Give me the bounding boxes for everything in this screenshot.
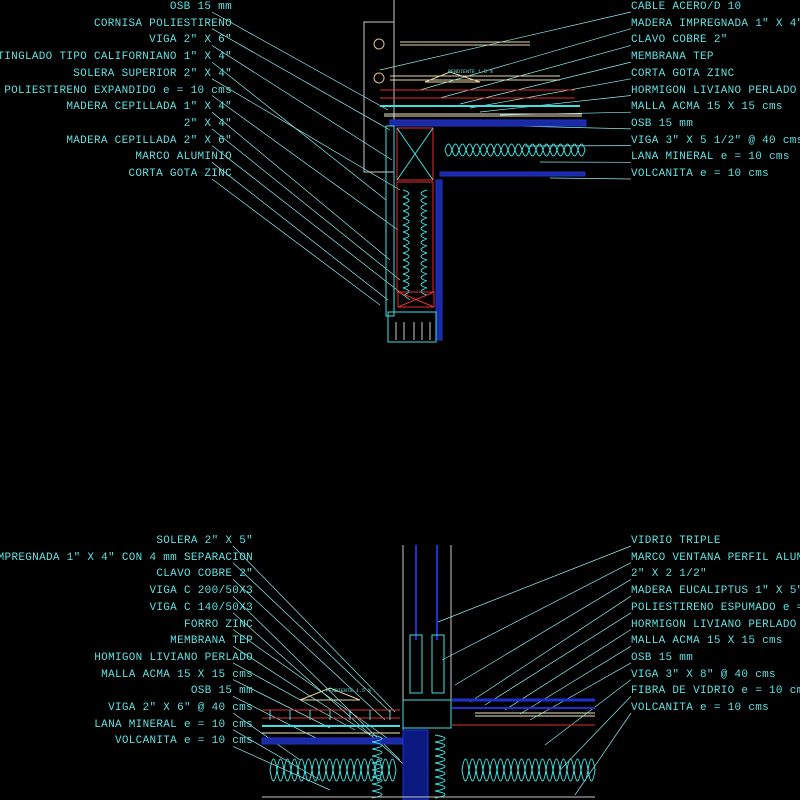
callout-label: MEMBRANA TEP [631, 51, 714, 64]
leader-line [211, 162, 389, 301]
callout-label: VIGA 2" X 6" @ 40 cms [108, 702, 253, 714]
callout-label: 2" X 4" [183, 117, 232, 130]
leader-line [544, 679, 632, 746]
callout-label: VIGA C 200/50X3 [149, 585, 253, 598]
callout-label: VIGA 3" X 8" @ 40 cms [631, 668, 776, 681]
window-frame-right [431, 634, 445, 694]
leader-line [211, 45, 393, 161]
fascia-outline [363, 21, 395, 173]
leader-line [469, 78, 632, 109]
slope-tag-upper: PENDIENTE 1.5 % [448, 69, 493, 75]
callout-label: POLIESTIRENO EXPANDIDO e = 10 cms [4, 84, 232, 97]
callout-label: MEMBRANA TEP [170, 635, 253, 648]
callout-label: MARCO ALUMINIO [135, 151, 232, 164]
callout-label: MALLA ACMA 15 X 15 cms [101, 668, 253, 681]
slope-tag-lower: PENDIENTE 1.5 % [326, 688, 371, 694]
leader-line [441, 562, 632, 661]
callout-label: MADERA IMPREGNADA 1" X 4" @ [631, 17, 800, 30]
leader-line [211, 145, 411, 301]
lower-window-floor-detail [261, 545, 596, 800]
callout-label: VIGA C 140/50X3 [149, 601, 253, 614]
callout-label: VOLCANITA e = 10 cms [114, 735, 253, 748]
callout-label: MADERA CEPILLADA 2" X 6" [66, 134, 232, 147]
callout-label: CABLE ACERO/D 10 [631, 1, 742, 13]
leader-line [232, 662, 356, 731]
callout-label: CORNISA POLIESTIRENO [93, 17, 232, 30]
leader-line [232, 712, 301, 761]
callout-label: FORRO ZINC [183, 618, 253, 631]
callout-label: VOLCANITA e = 10 cms [631, 702, 770, 714]
callout-label: VIGA 3" X 5 1/2" @ 40 cms [631, 134, 800, 147]
leader-line [504, 629, 632, 711]
steel-cable-icon [373, 72, 385, 84]
callout-label: OSB 15 mm [631, 117, 694, 130]
leader-line [232, 579, 386, 721]
leader-line [232, 746, 331, 791]
callout-label: MALLA ACMA 15 X 15 cms [631, 635, 783, 648]
callout-label: CLAVO COBRE 2" [156, 568, 253, 581]
leader-line [211, 11, 389, 111]
leader-line [211, 128, 401, 281]
leader-line [519, 645, 632, 715]
callout-label: TINGLADO TIPO CALIFORNIANO 1" X 4" [0, 51, 232, 64]
leader-line [529, 662, 632, 721]
callout-label: CORTA GOTA ZINC [631, 67, 735, 80]
leader-line [459, 61, 632, 105]
leader-line [211, 28, 391, 131]
leader-line [211, 78, 401, 191]
callout-label: LANA MINERAL e = 10 cms [631, 151, 790, 164]
callout-label: OSB 15 mm [169, 1, 232, 13]
leader-line [232, 562, 391, 713]
leader-line [232, 629, 391, 741]
callout-label: POLIESTIRENO ESPUMADO e = [631, 601, 800, 614]
leader-line [484, 612, 632, 706]
callout-label: LANA MINERAL e = 10 cms [94, 718, 253, 731]
leader-line [211, 95, 399, 231]
leader-line [559, 696, 632, 771]
callout-label: MADERA CEPILLADA 1" X 4" [66, 101, 232, 114]
callout-label: MALLA ACMA 15 X 15 cms [631, 101, 783, 114]
callout-label: VIDRIO TRIPLE [631, 535, 721, 547]
leader-line [439, 45, 632, 99]
leader-line [437, 545, 632, 623]
callout-label: VOLCANITA e = 10 cms [631, 168, 770, 180]
leader-line [479, 95, 632, 113]
callout-label: CLAVO COBRE 2" [631, 34, 728, 47]
leader-line [419, 28, 632, 91]
leader-line [232, 645, 371, 736]
leader-lines [211, 11, 632, 796]
leader-line [211, 111, 391, 261]
callout-label: MADERA EUCALIPTUS 1" X 5" [631, 585, 800, 598]
callout-label: OSB 15 mm [190, 685, 253, 698]
leader-line [469, 595, 632, 703]
callout-label: VIGA 2" X 6" [149, 34, 232, 47]
callout-label: SOLERA SUPERIOR 2" X 4" [73, 67, 232, 80]
leader-line [232, 545, 396, 713]
leader-line [211, 61, 387, 201]
callout-label: MARCO VENTANA PERFIL ALUMI [631, 551, 800, 564]
callout-label: CORTA GOTA ZINC [128, 168, 232, 180]
callout-label: A IMPREGNADA 1" X 4" CON 4 mm SEPARACION [0, 551, 253, 564]
leader-line [232, 679, 331, 729]
leader-line [379, 11, 632, 71]
callout-label: HORMIGON LIVIANO PERLADO [631, 618, 797, 631]
callout-label: OSB 15 mm [631, 651, 694, 664]
leader-line [454, 579, 632, 686]
callout-label: HOMIGON LIVIANO PERLADO [94, 651, 253, 664]
callout-label: SOLERA 2" X 5" [156, 535, 253, 547]
leader-line [549, 177, 632, 180]
callout-label: HORMIGON LIVIANO PERLADO [631, 84, 797, 97]
leader-line [211, 178, 381, 306]
callout-label: FIBRA DE VIDRIO e = 10 cms [631, 685, 800, 698]
callout-label: 2" X 2 1/2" [631, 568, 707, 581]
upper-roof-wall-detail [363, 0, 587, 343]
window-frame-left [409, 634, 423, 694]
steel-cable-icon [373, 38, 385, 50]
